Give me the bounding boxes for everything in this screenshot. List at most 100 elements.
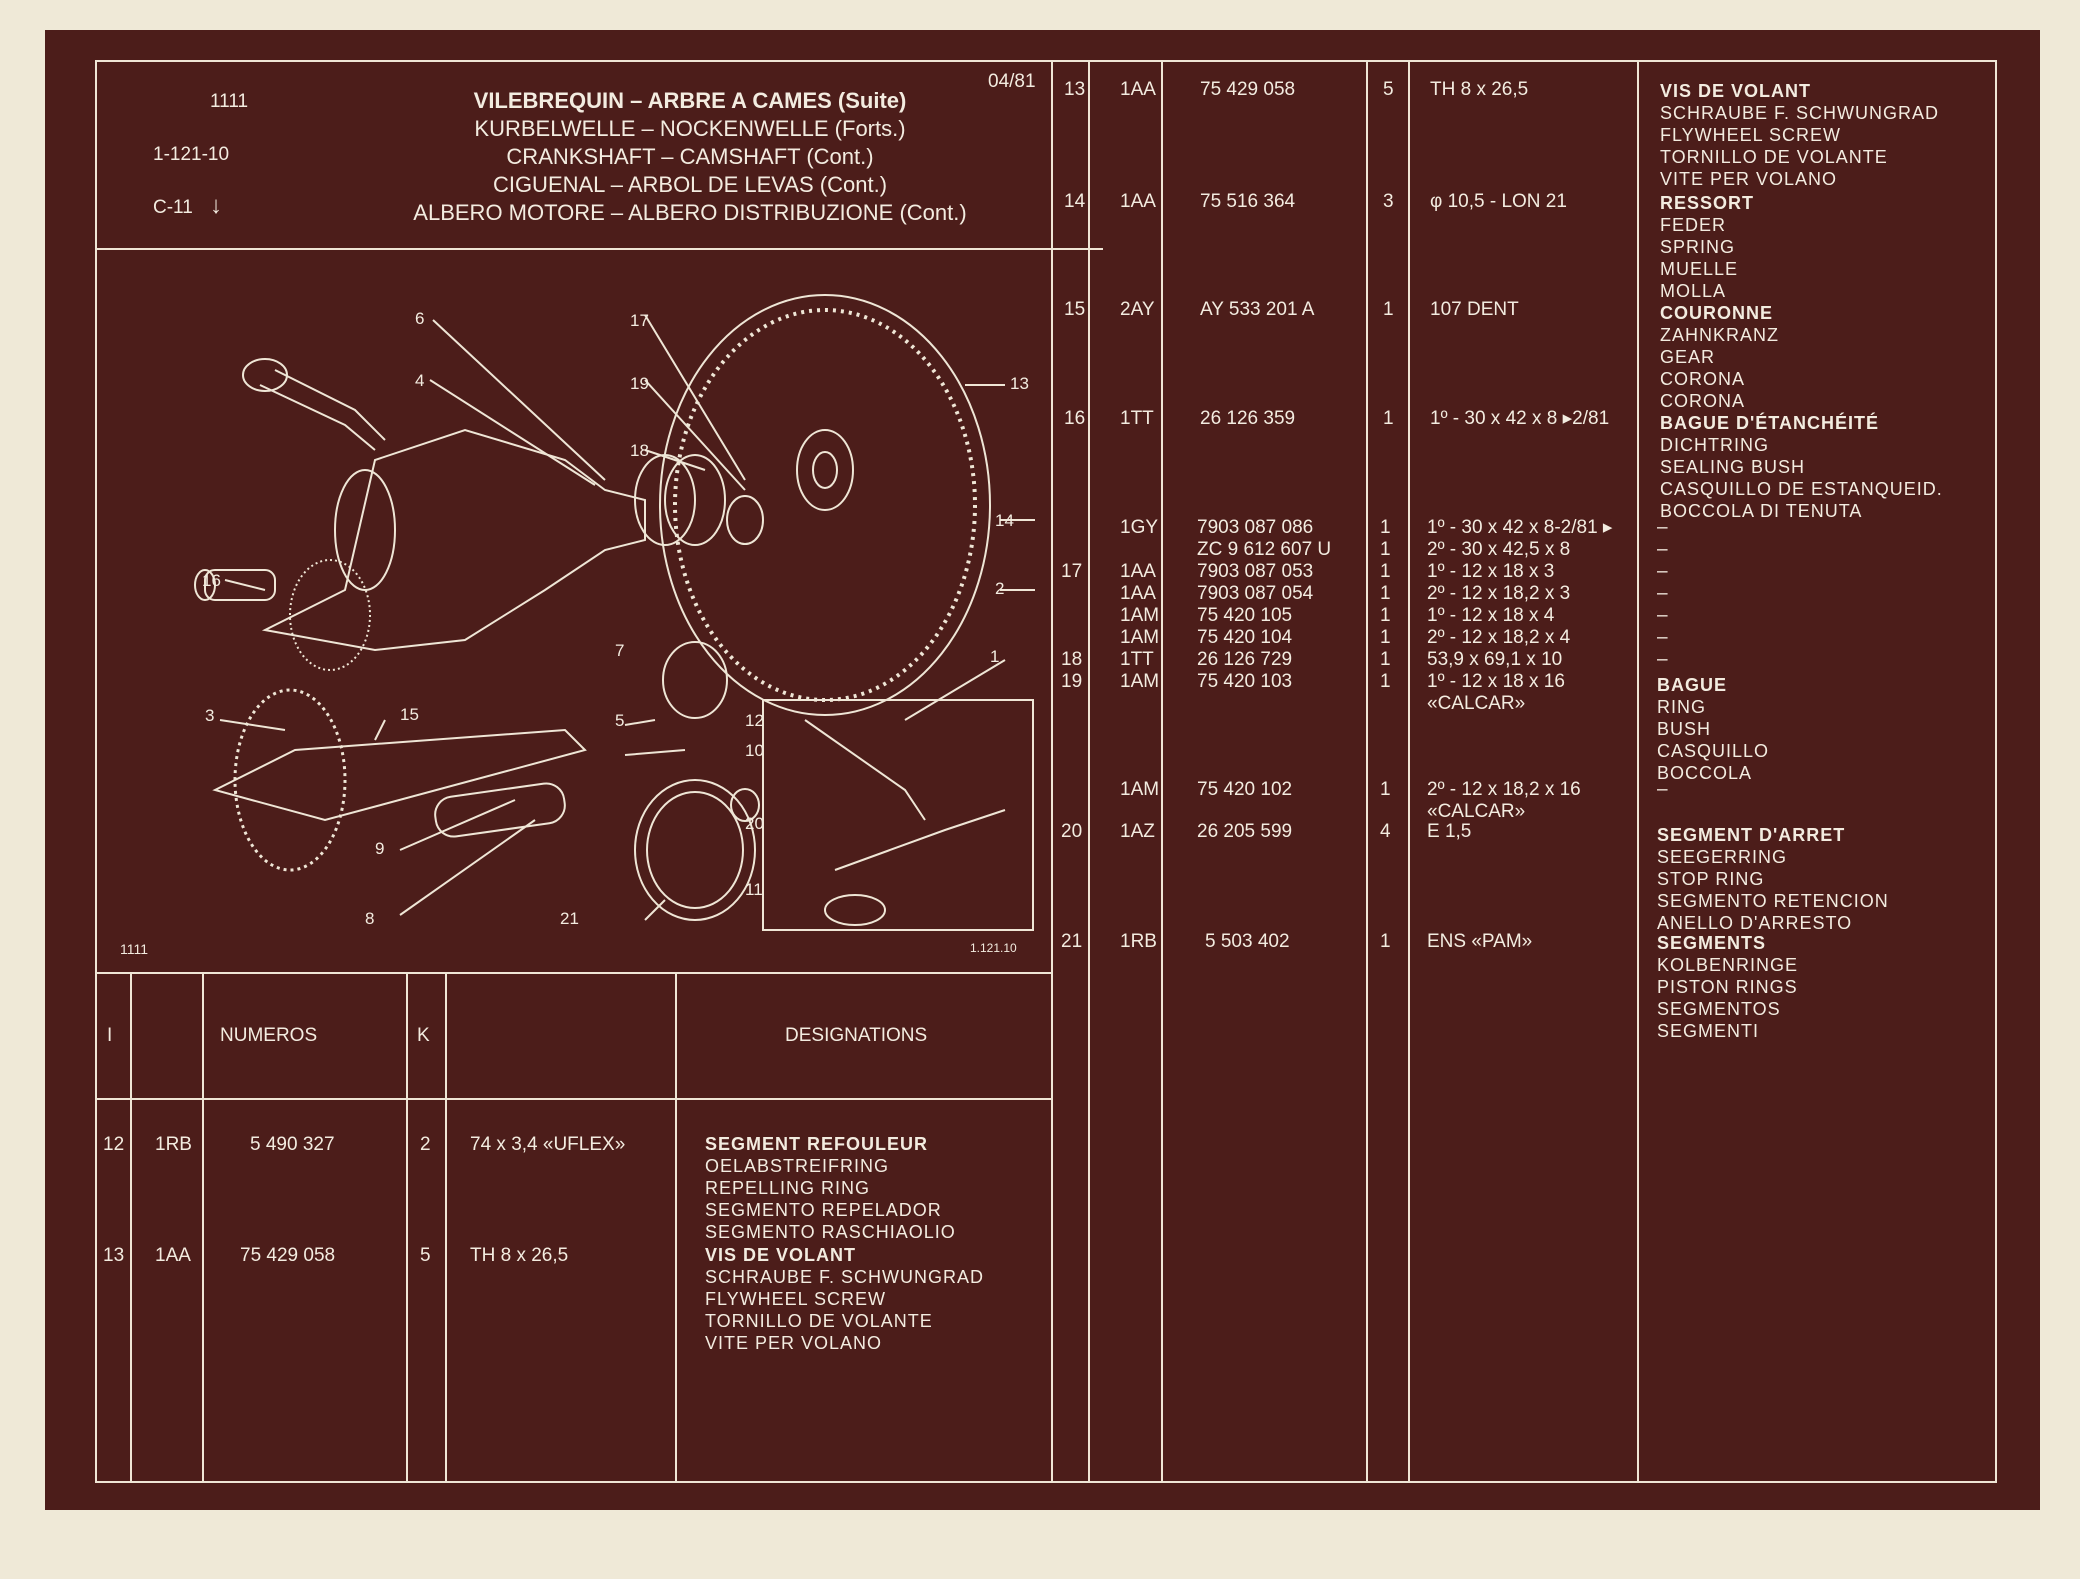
r19b-spec2: «CALCAR» [1427, 801, 1526, 822]
r15-desc-2: GEAR [1660, 347, 1716, 367]
m1-desc: – [1657, 539, 1668, 560]
rule [1408, 60, 1410, 1483]
r21-desc-4: SEGMENTI [1657, 1021, 1760, 1041]
m7-spec: 1º - 12 x 18 x 16 [1427, 671, 1565, 692]
callout-14: 15 [400, 705, 419, 724]
row12-num: 5 490 327 [250, 1134, 335, 1155]
r15-spec: 107 DENT [1430, 299, 1519, 320]
m6-grp: 1TT [1120, 649, 1154, 670]
title-de: KURBELWELLE – NOCKENWELLE (Forts.) [474, 116, 906, 141]
r19b-k: 1 [1380, 779, 1391, 800]
m4-spec: 1º - 12 x 18 x 4 [1427, 605, 1555, 626]
r20-desc-3: SEGMENTO RETENCION [1657, 891, 1889, 911]
m2-spec: 1º - 12 x 18 x 3 [1427, 561, 1555, 582]
callout-5: 5 [615, 711, 625, 730]
illustration-ref-right: 1.121.10 [970, 941, 1017, 955]
r16-grp: 1TT [1120, 408, 1154, 429]
callout-4: 4 [415, 371, 425, 390]
r14-i: 14 [1064, 191, 1086, 212]
m0-grp: 1GY [1120, 517, 1159, 538]
row13-desc-0: VIS DE VOLANT [705, 1245, 857, 1265]
r13-i: 13 [1064, 79, 1086, 100]
r21-desc-0: SEGMENTS [1657, 933, 1767, 953]
r14-desc-3: MUELLE [1660, 259, 1739, 279]
callout-13b: 13 [1010, 374, 1029, 393]
r14-k: 3 [1383, 191, 1394, 212]
rule [675, 972, 677, 1483]
m7-spec2: «CALCAR» [1427, 693, 1526, 714]
r16-desc-4: BOCCOLA DI TENUTA [1660, 501, 1863, 521]
r21-desc-3: SEGMENTOS [1657, 999, 1781, 1019]
col-header-k: K [417, 1025, 430, 1046]
m2-num: 7903 087 053 [1197, 561, 1314, 582]
r21-num: 5 503 402 [1205, 931, 1290, 952]
r16-i: 16 [1064, 408, 1086, 429]
r20-desc-0: SEGMENT D'ARRET [1657, 825, 1846, 845]
callout-17: 17 [630, 311, 649, 330]
r13-desc-3: TORNILLO DE VOLANTE [1660, 147, 1888, 167]
r13-desc-0: VIS DE VOLANT [1660, 81, 1812, 101]
callout-15: 14 [995, 511, 1014, 530]
m3-grp: 1AA [1120, 583, 1156, 604]
col-header-designations: DESIGNATIONS [785, 1025, 928, 1046]
callout-1: 1 [990, 647, 1000, 666]
r13-desc-4: VITE PER VOLANO [1660, 169, 1838, 189]
r20-grp: 1AZ [1120, 821, 1155, 842]
r16-spec: 1º - 30 x 42 x 8 ▸2/81 [1430, 408, 1610, 429]
down-arrow-icon: ↓ [210, 192, 222, 219]
row12-spec: 74 x 3,4 «UFLEX» [470, 1134, 626, 1155]
rule [445, 972, 447, 1483]
title-es: CIGUENAL – ARBOL DE LEVAS (Cont.) [492, 172, 888, 197]
r15-desc-0: COURONNE [1660, 303, 1774, 323]
callout-12: 12 [745, 711, 764, 730]
row13-desc-2: FLYWHEEL SCREW [705, 1289, 887, 1309]
table-top [95, 972, 1053, 974]
r14-num: 75 516 364 [1200, 191, 1296, 212]
rule [1051, 60, 1053, 1483]
r20-desc-2: STOP RING [1657, 869, 1765, 889]
m7-i: 19 [1061, 671, 1083, 692]
title-en: CRANKSHAFT – CAMSHAFT (Cont.) [506, 144, 874, 169]
m3-k: 1 [1380, 583, 1391, 604]
r20-desc-1: SEEGERRING [1657, 847, 1788, 867]
r20-k: 4 [1380, 821, 1391, 842]
row12-desc-3: SEGMENTO REPELADOR [705, 1200, 942, 1220]
m6-spec: 53,9 x 69,1 x 10 [1427, 649, 1563, 670]
r13-spec: TH 8 x 26,5 [1430, 79, 1529, 100]
row13-grp: 1AA [155, 1245, 191, 1266]
r15-k: 1 [1383, 299, 1394, 320]
r14-grp: 1AA [1120, 191, 1156, 212]
callout-6: 6 [415, 309, 425, 328]
m1-num: ZC 9 612 607 U [1197, 539, 1332, 560]
title-fr: VILEBREQUIN – ARBRE A CAMES (Suite) [473, 88, 907, 113]
m7-num: 75 420 103 [1197, 671, 1293, 692]
r21-spec: ENS «PAM» [1427, 931, 1533, 952]
callout-9: 9 [375, 839, 385, 858]
m5-spec: 2º - 12 x 18,2 x 4 [1427, 627, 1571, 648]
row12-desc-1: OELABSTREIFRING [705, 1156, 890, 1176]
r15-desc-4: CORONA [1660, 391, 1746, 411]
r19-desc-2: BUSH [1657, 719, 1712, 739]
section-code: C-11 [153, 197, 193, 218]
r19-desc-3: CASQUILLO [1657, 741, 1770, 761]
r21-desc-1: KOLBENRINGE [1657, 955, 1799, 975]
m0-spec: 1º - 30 x 42 x 8-2/81 ▸ [1427, 517, 1613, 538]
callout-2: 2 [995, 579, 1005, 598]
r13-k: 5 [1383, 79, 1394, 100]
r14-desc-4: MOLLA [1660, 281, 1727, 301]
r13-desc-1: SCHRAUBE F. SCHWUNGRAD [1660, 103, 1940, 123]
row13-k: 5 [420, 1245, 431, 1266]
row12-desc-0: SEGMENT REFOULEUR [705, 1134, 929, 1154]
row13-desc-1: SCHRAUBE F. SCHWUNGRAD [705, 1267, 985, 1287]
title-it: ALBERO MOTORE – ALBERO DISTRIBUZIONE (Co… [413, 200, 967, 225]
header-divider [95, 248, 1103, 250]
m4-k: 1 [1380, 605, 1391, 626]
callout-10: 10 [745, 741, 764, 760]
m1-spec: 2º - 30 x 42,5 x 8 [1427, 539, 1571, 560]
table-header-bottom [95, 1098, 1053, 1100]
row12-i: 12 [103, 1134, 125, 1155]
rule [406, 972, 408, 1483]
m4-grp: 1AM [1120, 605, 1160, 626]
r14-spec: φ 10,5 - LON 21 [1430, 191, 1567, 212]
m6-k: 1 [1380, 649, 1391, 670]
